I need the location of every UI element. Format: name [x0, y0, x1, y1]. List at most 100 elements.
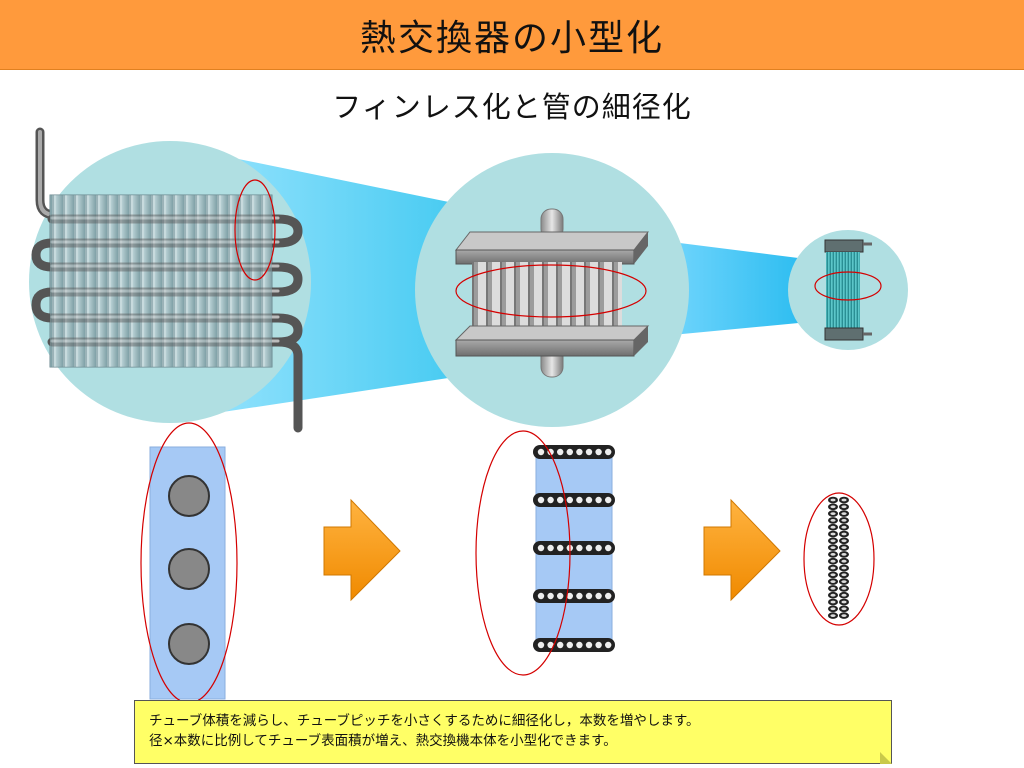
flat-tube-channel — [605, 592, 612, 600]
micro-tube-bore — [830, 553, 836, 556]
note-line-2: 径×本数に比例してチューブ表面積が増え、熱交換機本体を小型化できます。 — [149, 733, 617, 749]
highlight-ellipse — [803, 492, 875, 626]
cross-section-flat-tubes — [475, 430, 615, 676]
flat-tube-channel — [566, 592, 573, 600]
micro-tube-bore — [830, 593, 836, 597]
flat-tube-channel — [585, 544, 593, 552]
slide-title: 熱交換器の小型化 — [359, 17, 664, 59]
microtube-heat-exchanger — [788, 230, 908, 350]
micro-tube-bore — [830, 607, 836, 611]
micro-tube-bore — [841, 559, 847, 563]
micro-tube-bore — [830, 505, 836, 509]
micro-tube-bore — [830, 580, 836, 583]
flat-tube-channel — [566, 641, 573, 649]
micro-tube-bore — [830, 600, 836, 604]
flat-tube-channel — [585, 641, 593, 649]
micro-tube-bore — [841, 505, 847, 509]
micro-tube-bore — [830, 512, 836, 515]
flat-tube-channel — [566, 448, 573, 456]
flat-tube-channel — [537, 544, 545, 552]
micro-tube-bore — [841, 614, 847, 617]
flat-tube-channel — [537, 496, 545, 504]
flat-tube-channel — [537, 592, 545, 600]
flat-tube-channel — [585, 592, 593, 600]
flat-tube-channel — [557, 592, 564, 600]
micro-tube-bore — [830, 559, 836, 563]
micro-tube-bore — [830, 573, 836, 577]
cross-section-micro-tubes — [803, 492, 875, 626]
flat-tube-channel — [605, 448, 612, 456]
micro-tube-bore — [830, 546, 836, 549]
flat-tube-channel — [547, 496, 554, 504]
micro-tube-bore — [841, 566, 847, 570]
flat-tube — [533, 541, 615, 555]
flat-tube-channel — [595, 448, 602, 456]
flat-tube-channel — [605, 496, 612, 504]
note-folded-corner — [880, 752, 892, 764]
flat-tube-channel — [557, 448, 564, 456]
flat-tube — [533, 445, 615, 459]
micro-tube-bore — [841, 498, 847, 502]
micro-tube-bore — [841, 546, 847, 549]
title-bar: 熱交換器の小型化 — [0, 0, 1024, 70]
micro-tube-bore — [830, 519, 836, 522]
flat-tube — [533, 589, 615, 603]
flat-tube-channel — [595, 641, 602, 649]
flat-tube-channel — [595, 592, 602, 600]
flat-tube-channel — [537, 448, 545, 456]
micro-tube-bore — [841, 512, 847, 515]
micro-tube-bore — [830, 532, 836, 536]
micro-tube-bore — [841, 600, 847, 604]
explanation-note: チューブ体積を減らし、チューブピッチを小さくするために細径化し，本数を増やします… — [134, 700, 892, 764]
flat-tube-channel — [576, 544, 583, 552]
flat-tube-channel — [595, 496, 602, 504]
flat-tube-channel — [557, 496, 564, 504]
right-arrow-icon — [703, 498, 781, 602]
flat-tube-channel — [605, 544, 612, 552]
micro-tube-bore — [841, 519, 847, 522]
micro-tube-bore — [841, 587, 847, 590]
flat-tube-channel — [547, 592, 554, 600]
flat-tube-channel — [585, 448, 593, 456]
flat-tube-channel — [576, 448, 583, 456]
cross-section-large-tubes — [140, 422, 238, 704]
right-arrow-icon — [323, 498, 401, 602]
flat-tube-channel — [557, 544, 564, 552]
flat-tube-channel — [576, 641, 583, 649]
micro-tube-bore — [841, 532, 847, 536]
highlight-ellipse — [455, 264, 647, 318]
finned-heat-exchanger — [29, 127, 311, 433]
highlight-ellipse — [234, 179, 276, 281]
micro-tube-bore — [841, 553, 847, 556]
micro-tube-bore — [830, 525, 836, 529]
slide-subtitle: フィンレス化と管の細径化 — [332, 90, 692, 124]
micro-tube-bore — [841, 525, 847, 529]
flat-tube-channel — [557, 641, 564, 649]
flat-tube-channel — [605, 641, 612, 649]
micro-tube-bore — [841, 593, 847, 597]
highlight-ellipse — [475, 430, 571, 676]
flat-tube-channel — [547, 641, 554, 649]
flat-tube-channel — [576, 496, 583, 504]
flat-tube-channel — [585, 496, 593, 504]
note-line-1: チューブ体積を減らし、チューブピッチを小さくするために細径化し，本数を増やします… — [149, 713, 700, 729]
flat-tube-channel — [595, 544, 602, 552]
flat-tube — [533, 638, 615, 652]
highlight-ellipse — [814, 271, 882, 301]
flat-tube-channel — [537, 641, 545, 649]
micro-tube-bore — [841, 580, 847, 583]
micro-tube-bore — [830, 566, 836, 570]
finless-heat-exchanger — [415, 153, 689, 427]
micro-tube-bore — [841, 539, 847, 543]
micro-tube-bore — [830, 498, 836, 502]
flat-tube-channel — [566, 496, 573, 504]
flat-tube-channel — [547, 544, 554, 552]
micro-tube-bore — [841, 607, 847, 611]
flat-tube-channel — [576, 592, 583, 600]
magnify-beam-small — [640, 238, 830, 338]
micro-tube-bore — [830, 614, 836, 617]
micro-tube-bore — [830, 587, 836, 590]
flat-tube — [533, 493, 615, 507]
micro-tube-bore — [841, 573, 847, 577]
